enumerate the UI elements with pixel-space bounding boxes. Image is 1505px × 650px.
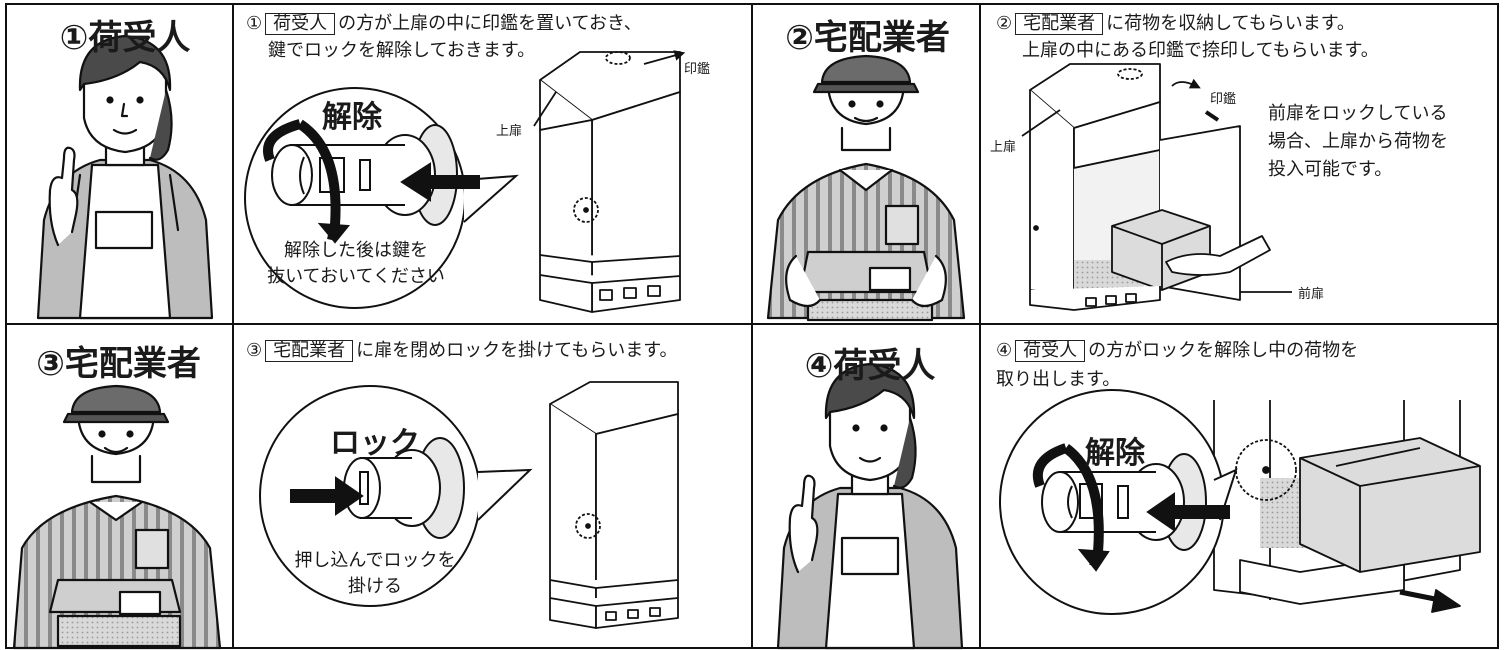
panel4-line1-text: の方がロックを解除し中の荷物を — [1088, 340, 1359, 361]
panel2-line1-text: に荷物を収納してもらいます。 — [1106, 13, 1355, 34]
delivery-cabinet-3 — [549, 381, 679, 629]
delivery-cabinet-retrieve-4 — [1213, 400, 1481, 613]
lock-release-detail-1 — [244, 87, 519, 309]
panel3-circle-note-2: 掛ける — [348, 576, 402, 597]
panel-grid — [5, 3, 1499, 649]
panel3-circle-title: ロック — [330, 426, 420, 461]
delivery-man-figure-2 — [766, 54, 966, 322]
panel3-step-number: ③ — [246, 340, 263, 361]
panel3-title: ③宅配業者 — [36, 344, 201, 384]
panel3-line1-text: に扉を閉めロックを掛けてもらいます。 — [356, 340, 678, 361]
panel2-note-1: 前扉をロックしている — [1268, 103, 1448, 124]
panel4-step-number: ④ — [996, 340, 1013, 361]
panel1-instruction-line2: 鍵でロックを解除しておきます。 — [268, 40, 536, 61]
panel1-label-top-door: 上扉 — [496, 124, 523, 139]
panel4-circle-title: 解除 — [1085, 436, 1145, 471]
panel2-label-front-door: 前扉 — [1298, 287, 1325, 302]
panel2-instruction-line2: 上扉の中にある印鑑で捺印してもらいます。 — [1022, 40, 1379, 61]
panel1-label-seal: 印鑑 — [684, 62, 711, 77]
panel1-circle-title: 解除 — [322, 100, 382, 135]
panel3-circle-note-1: 押し込んでロックを — [294, 550, 456, 571]
panel4-title: ④荷受人 — [804, 346, 936, 386]
panel3-role-box: 宅配業者 — [265, 340, 354, 362]
panel2-label-seal: 印鑑 — [1210, 92, 1237, 107]
panel1-step-number: ① — [246, 13, 263, 34]
delivery-cabinet-open-2 — [1021, 63, 1292, 311]
recipient-woman-figure-4 — [776, 362, 964, 650]
panel2-note-2: 場合、上扉から荷物を — [1268, 131, 1448, 152]
panel4-role-box: 荷受人 — [1015, 340, 1086, 362]
panel2-label-top-door: 上扉 — [990, 140, 1017, 155]
panel1-role-box: 荷受人 — [265, 13, 336, 35]
panel4-instruction-line2: 取り出します。 — [996, 369, 1121, 390]
delivery-cabinet-1 — [533, 50, 686, 313]
panel1-circle-note-2: 抜いておいてください — [267, 266, 445, 287]
recipient-woman-figure-1 — [36, 34, 214, 320]
panel2-note-3: 投入可能です。 — [1268, 159, 1393, 180]
lock-engage-detail-3 — [259, 385, 533, 607]
panel2-role-box: 宅配業者 — [1015, 13, 1104, 35]
panel2-step-number: ② — [996, 13, 1013, 34]
panel1-line1-text: の方が上扉の中に印鑑を置いておき、 — [338, 13, 642, 34]
lock-release-detail-4 — [999, 389, 1238, 615]
panel1-circle-note-1: 解除した後は鍵を — [284, 240, 428, 261]
delivery-man-figure-3 — [12, 384, 222, 650]
panel2-title: ②宅配業者 — [785, 18, 950, 58]
panel1-title: ①荷受人 — [59, 18, 191, 58]
